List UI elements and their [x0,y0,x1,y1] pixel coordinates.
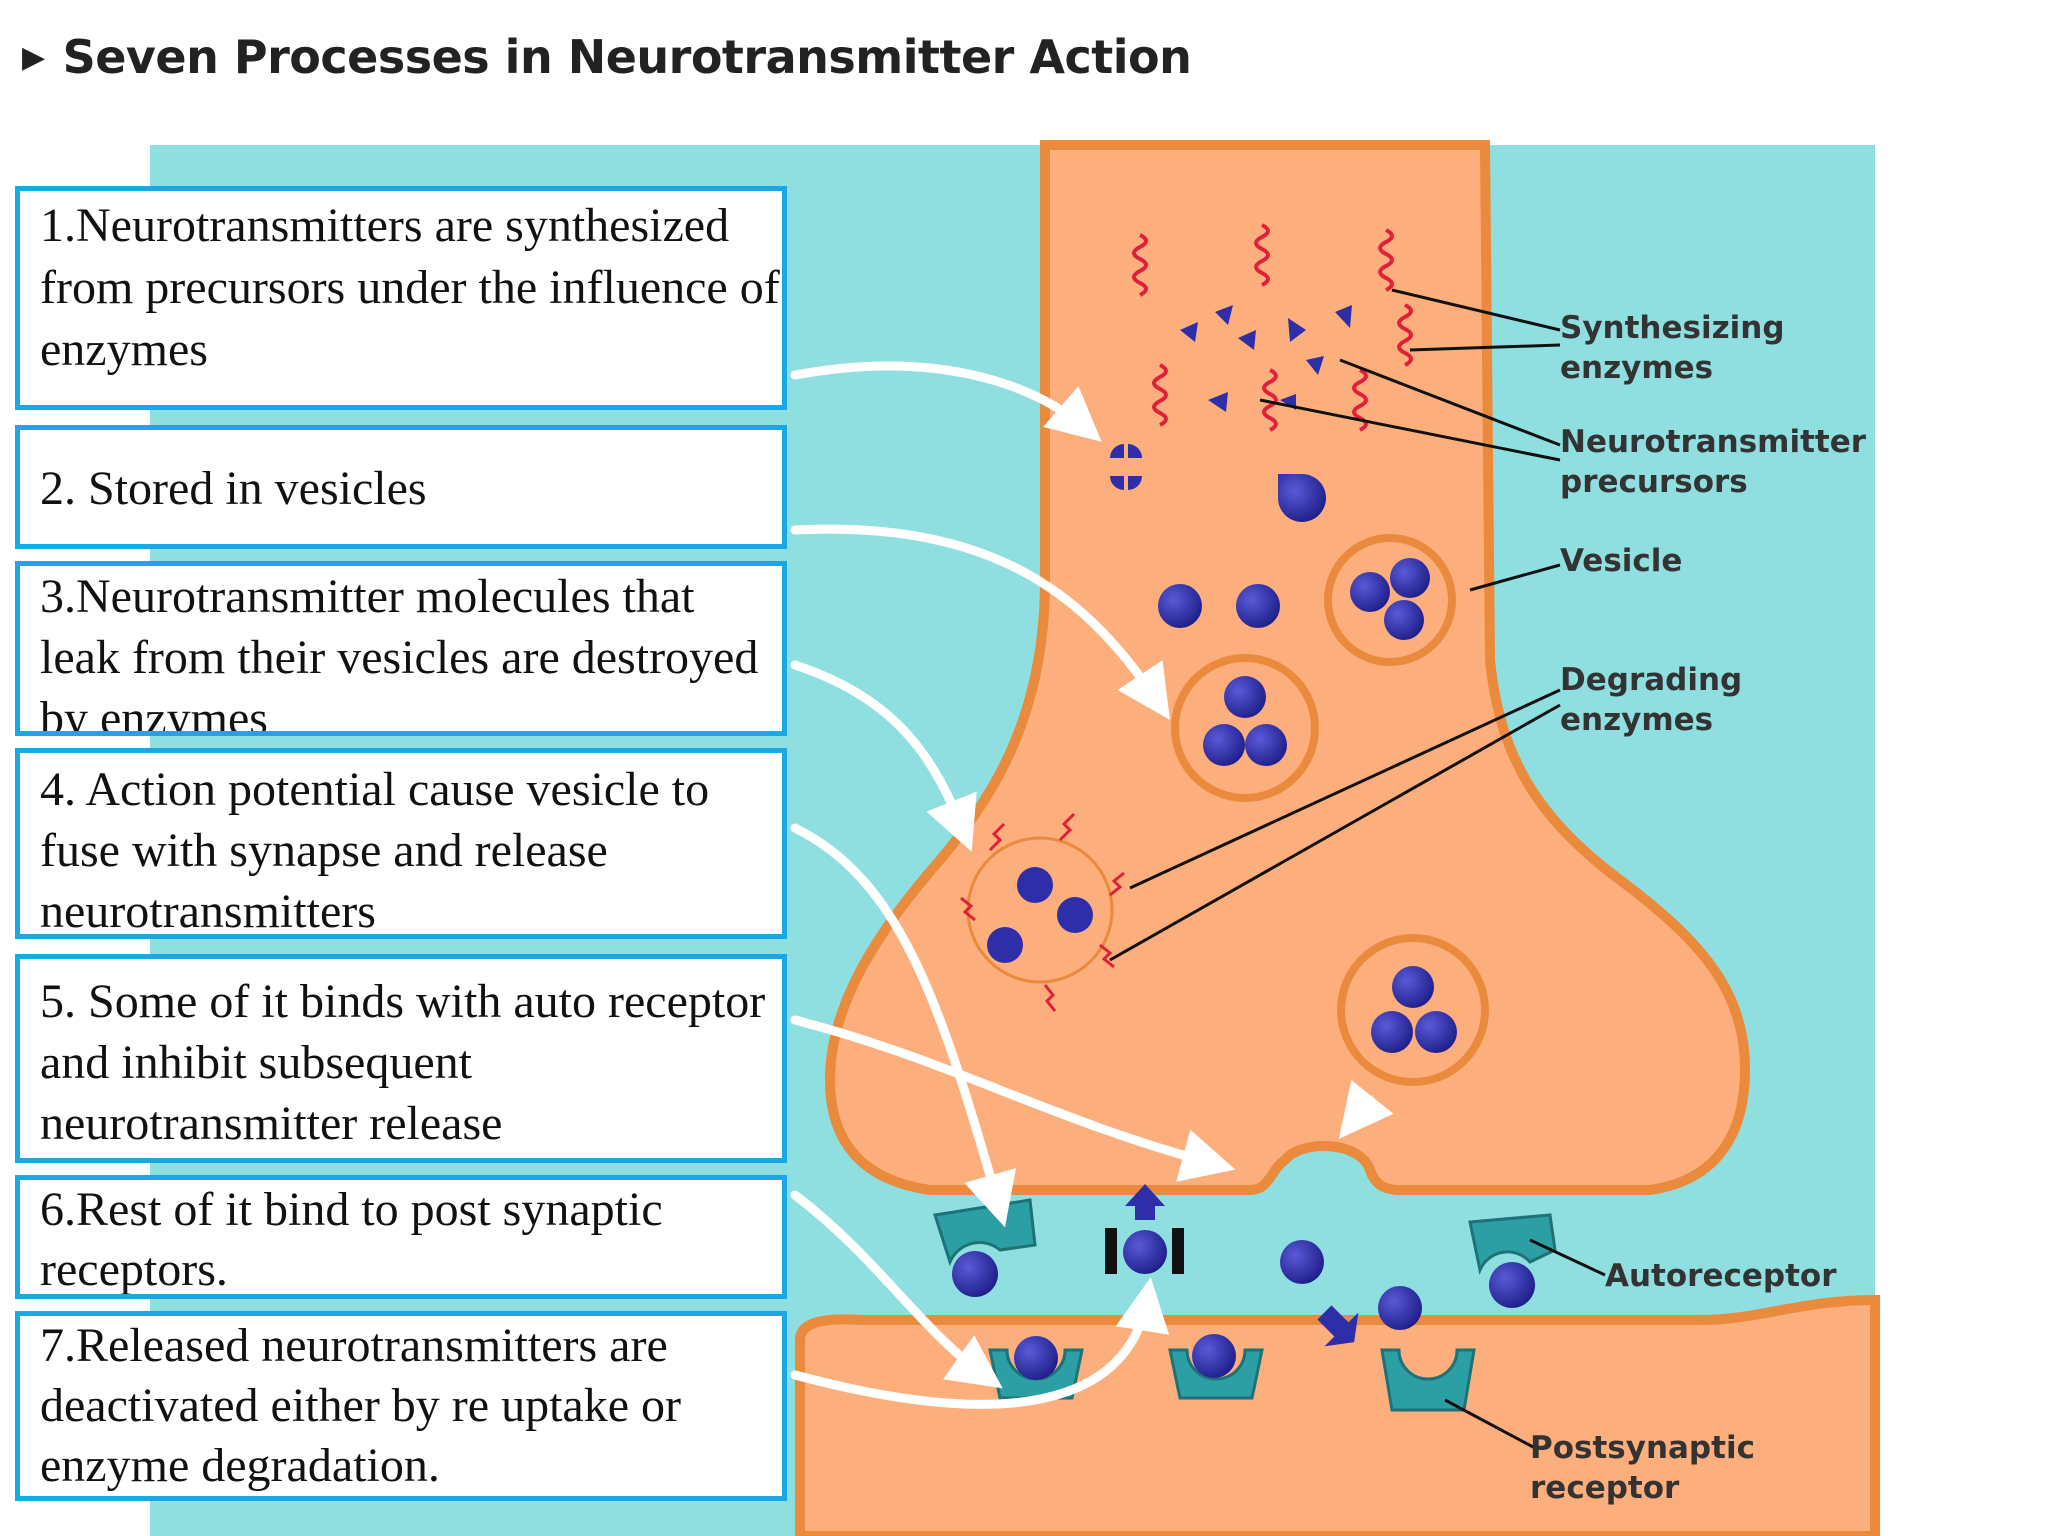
precursor-1 [1180,322,1198,342]
assembling-molecule-2 [1278,474,1326,522]
step-2-text: 2. Stored in vesicles [40,462,427,515]
label-neurotransmitter-precursors: Neurotransmitter precursors [1560,424,1867,500]
degradation-arrow [1317,1305,1359,1347]
released-molecule [1378,1286,1422,1330]
step-4-text: 4. Action potential cause vesicle to fus… [40,763,710,938]
vesicle-middle [1171,654,1319,802]
label-autoreceptor: Autoreceptor [1605,1258,1837,1294]
precursor-7 [1208,392,1228,412]
vesicle-lower [1337,934,1489,1086]
step-arrows [790,361,1394,1409]
degrading-vesicle [960,812,1125,1012]
step-2-box: 2. Stored in vesicles [15,425,787,549]
label-vesicle: Vesicle [1560,543,1683,579]
free-molecule [1236,584,1280,628]
step-6-box: 6.Rest of it bind to post synaptic recep… [15,1175,787,1299]
title-text: Seven Processes in Neurotransmitter Acti… [62,30,1192,84]
enzyme-1 [1132,233,1148,297]
precursor-3 [1238,330,1256,350]
label-degrading-enzymes: Degrading enzymes [1560,662,1743,738]
enzyme-5 [1152,363,1168,427]
label-postsynaptic-receptor: Postsynaptic receptor [1530,1430,1755,1506]
enzyme-2 [1254,223,1270,287]
precursor-2 [1215,305,1233,325]
precursor-group [1180,305,1352,412]
assembling-molecule [1110,444,1142,490]
released-molecule [1280,1240,1324,1284]
postsynaptic-receptor-1 [988,1336,1084,1400]
synthesizing-enzyme-group [1132,223,1413,432]
step-7-box: 7.Released neurotransmitters are deactiv… [15,1311,787,1501]
step-3-text: 3.Neurotransmitter molecules that leak f… [40,570,759,736]
vesicle-top-right [1324,534,1456,666]
page-title: ▶ Seven Processes in Neurotransmitter Act… [22,30,1192,84]
step-3-box: 3.Neurotransmitter molecules that leak f… [15,561,787,736]
enzyme-4 [1397,303,1413,367]
autoreceptor-right [1468,1213,1557,1308]
enzyme-6 [1262,368,1278,432]
step-5-text: 5. Some of it binds with auto receptor a… [40,975,766,1150]
step-7-text: 7.Released neurotransmitters are deactiv… [40,1319,682,1492]
label-synthesizing-enzymes: Synthesizing enzymes [1560,310,1785,386]
step-1-box: 1.Neurotransmitters are synthesized from… [15,186,787,410]
precursor-5 [1335,305,1352,328]
play-arrow-icon: ▶ [22,40,45,75]
enzyme-3 [1378,228,1394,292]
step-1-text: 1.Neurotransmitters are synthesized from… [40,199,780,376]
precursor-4 [1288,318,1306,342]
postsynaptic-receptor-2 [1168,1334,1264,1400]
precursor-6 [1306,356,1324,375]
leader-lines [1109,288,1606,1450]
step-4-box: 4. Action potential cause vesicle to fus… [15,748,787,939]
step-5-box: 5. Some of it binds with auto receptor a… [15,954,787,1163]
reuptake-transporter [1105,1184,1184,1274]
step-6-text: 6.Rest of it bind to post synaptic recep… [40,1183,663,1296]
postsynaptic-receptor-3 [1380,1348,1476,1412]
free-molecule [1158,584,1202,628]
